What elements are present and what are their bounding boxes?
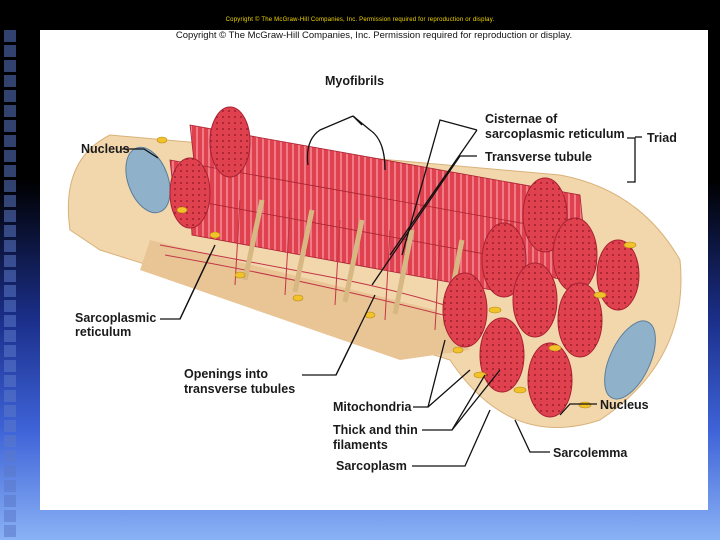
label-filaments-line1: Thick and thin	[333, 423, 418, 437]
label-sarcoplasmic-line2: reticulum	[75, 325, 131, 339]
label-myofibrils: Myofibrils	[325, 74, 384, 88]
decorative-square	[4, 75, 16, 87]
label-cisternae-line1: Cisternae of	[485, 112, 558, 126]
mitochondria-group	[156, 136, 637, 409]
decorative-square	[4, 510, 16, 522]
decorative-square-strip	[0, 0, 20, 540]
label-filaments-line2: filaments	[333, 438, 388, 452]
diagram-labels: Myofibrils Cisternae of sarcoplasmic ret…	[75, 74, 677, 473]
pointer-lines	[122, 115, 642, 467]
muscle-fiber-diagram: Myofibrils Cisternae of sarcoplasmic ret…	[67, 74, 682, 473]
decorative-square	[4, 135, 16, 147]
header-copyright: Copyright © The McGraw-Hill Companies, I…	[225, 17, 495, 23]
decorative-square	[4, 60, 16, 72]
decorative-square	[4, 150, 16, 162]
decorative-square	[4, 420, 16, 432]
decorative-square	[4, 225, 16, 237]
decorative-square	[4, 495, 16, 507]
label-sarcoplasm: Sarcoplasm	[336, 459, 407, 473]
label-transverse-tubule: Transverse tubule	[485, 150, 592, 164]
decorative-square	[4, 390, 16, 402]
label-nucleus-left: Nucleus	[81, 142, 130, 156]
decorative-square	[4, 180, 16, 192]
decorative-square	[4, 405, 16, 417]
decorative-square	[4, 240, 16, 252]
label-sarcoplasmic-line1: Sarcoplasmic	[75, 311, 156, 325]
label-triad: Triad	[647, 131, 677, 145]
slide-panel: Copyright © The McGraw-Hill Companies, I…	[40, 30, 708, 510]
decorative-square	[4, 270, 16, 282]
label-openings-line1: Openings into	[184, 367, 268, 381]
decorative-square	[4, 285, 16, 297]
decorative-square	[4, 360, 16, 372]
decorative-square	[4, 435, 16, 447]
label-mitochondria: Mitochondria	[333, 400, 413, 414]
decorative-square	[4, 345, 16, 357]
decorative-square	[4, 465, 16, 477]
label-cisternae-line2: sarcoplasmic reticulum	[485, 127, 625, 141]
decorative-square	[4, 165, 16, 177]
decorative-square	[4, 525, 16, 537]
decorative-square	[4, 105, 16, 117]
decorative-square	[4, 30, 16, 42]
decorative-square	[4, 90, 16, 102]
label-nucleus-right: Nucleus	[600, 398, 649, 412]
decorative-square	[4, 195, 16, 207]
label-openings-line2: transverse tubules	[184, 382, 295, 396]
decorative-square	[4, 255, 16, 267]
label-sarcolemma: Sarcolemma	[553, 446, 628, 460]
decorative-square	[4, 45, 16, 57]
decorative-square	[4, 330, 16, 342]
myofibril-ends-right	[442, 177, 640, 418]
nucleus-left	[125, 146, 171, 214]
nucleus-right	[604, 320, 656, 400]
decorative-square	[4, 450, 16, 462]
slide-copyright: Copyright © The McGraw-Hill Companies, I…	[175, 30, 573, 41]
decorative-square	[4, 315, 16, 327]
decorative-square	[4, 120, 16, 132]
sarcoplasmic-reticulum	[159, 199, 471, 331]
decorative-square	[4, 375, 16, 387]
decorative-square	[4, 210, 16, 222]
decorative-square	[4, 480, 16, 492]
decorative-square	[4, 300, 16, 312]
